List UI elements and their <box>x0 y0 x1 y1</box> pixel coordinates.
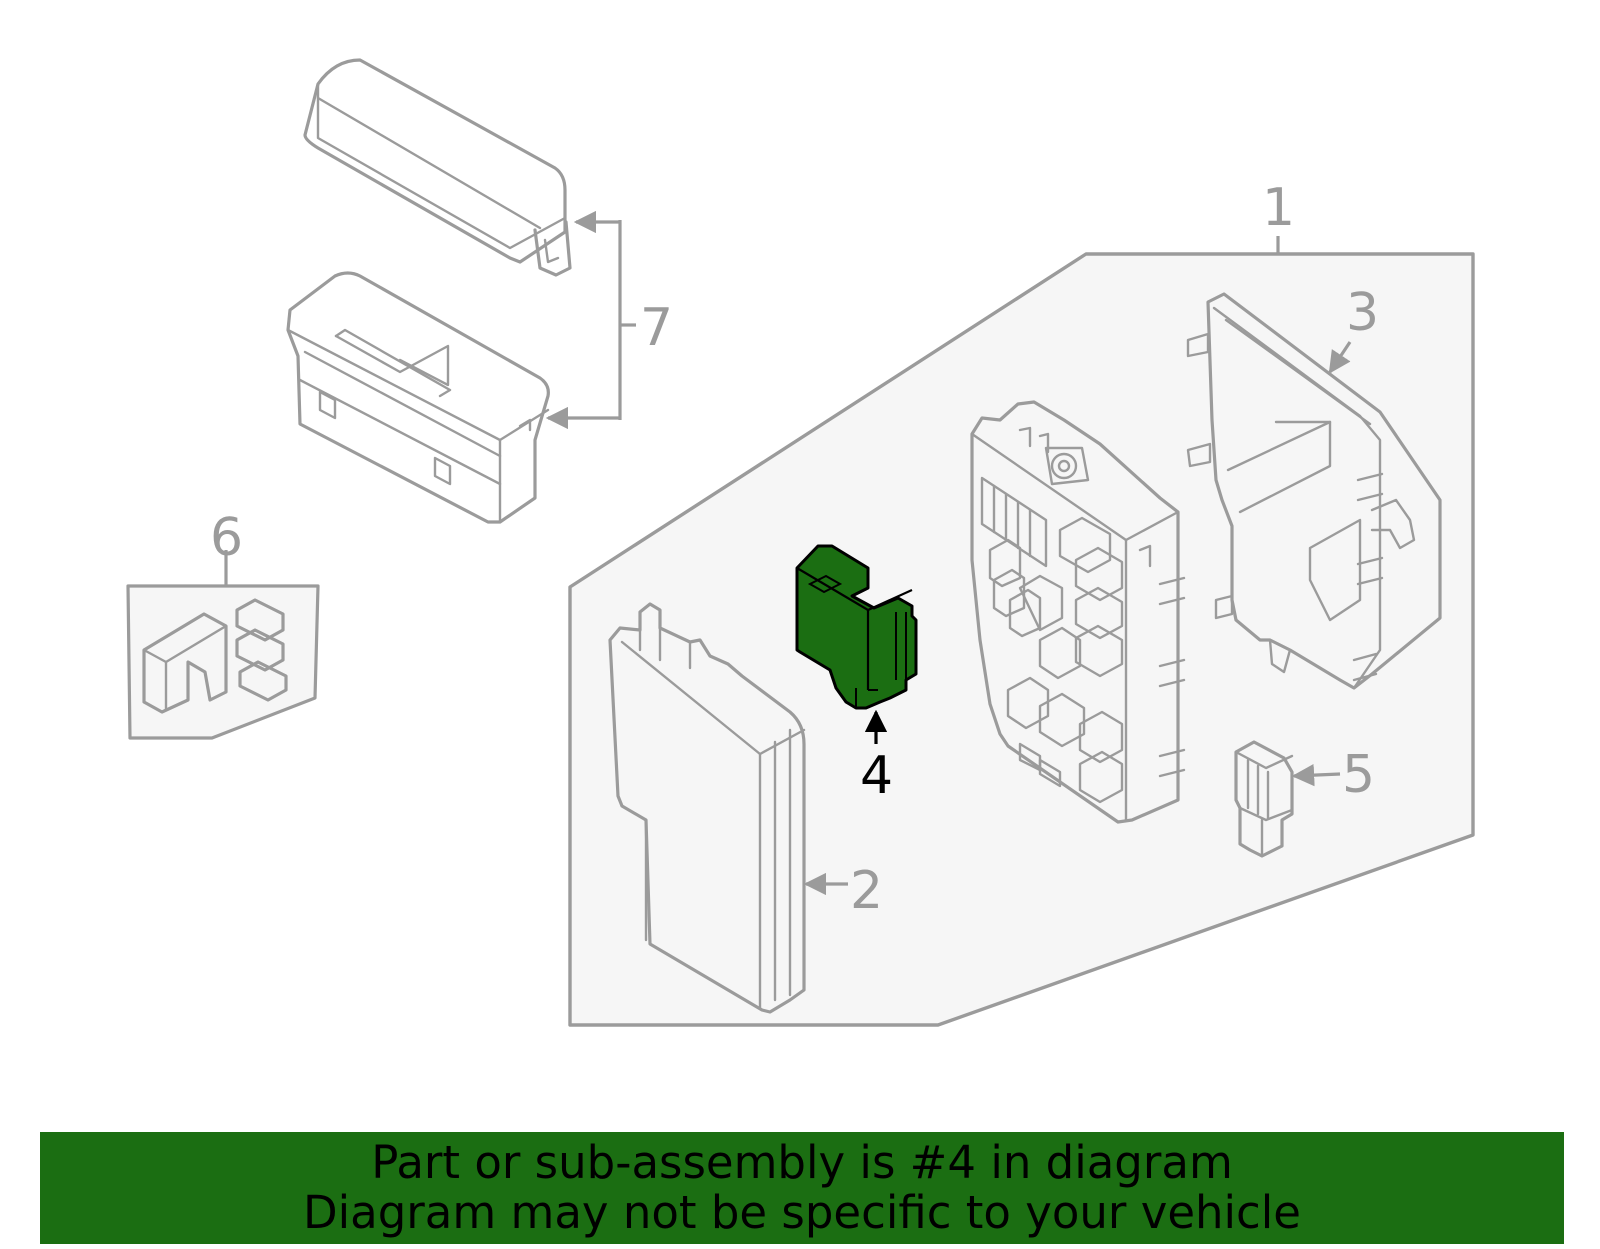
part-7-upper-cover[interactable] <box>303 58 572 277</box>
callout-3-leader <box>1328 341 1352 374</box>
part-6-relays[interactable] <box>142 598 288 714</box>
callout-6: 6 <box>210 508 243 568</box>
callout-7: 7 <box>640 298 673 358</box>
fuse-block-body[interactable] <box>970 400 1186 824</box>
callout-2: 2 <box>850 861 883 921</box>
callout-7-leader <box>545 210 636 430</box>
banner-line-1: Part or sub-assembly is #4 in diagram <box>371 1136 1233 1189</box>
part-2-cover[interactable] <box>608 602 806 1014</box>
banner-line-2: Diagram may not be specific to your vehi… <box>303 1186 1301 1239</box>
part-4-highlighted[interactable] <box>795 544 918 710</box>
callout-5: 5 <box>1342 745 1375 805</box>
assembly-1-panel <box>568 252 1475 1027</box>
callout-1: 1 <box>1262 178 1295 238</box>
part-3-bracket[interactable] <box>1186 292 1442 690</box>
callout-5-leader <box>1291 763 1341 787</box>
part-7-lower-box[interactable] <box>286 271 550 524</box>
info-banner: Part or sub-assembly is #4 in diagram Di… <box>40 1132 1564 1244</box>
part-5-connector[interactable] <box>1234 740 1294 858</box>
fuse-rows <box>980 476 1124 804</box>
side-clips <box>1018 426 1186 778</box>
callout-4: 4 <box>860 746 893 806</box>
callout-3: 3 <box>1346 283 1379 343</box>
